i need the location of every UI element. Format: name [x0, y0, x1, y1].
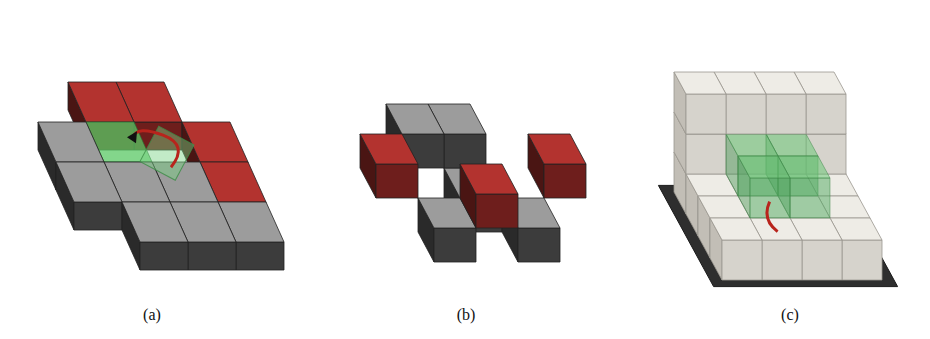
cube-front [434, 228, 476, 262]
cube-front [444, 134, 486, 168]
cube-front [766, 94, 806, 134]
panel-label: (b) [457, 306, 476, 324]
cube-top [386, 104, 444, 134]
cube-front [802, 240, 842, 280]
cube-front [140, 242, 188, 270]
cube-front [842, 240, 882, 280]
cube-front [790, 178, 830, 218]
cube-top [360, 134, 418, 164]
rotating-cube [140, 126, 194, 180]
cube-front [376, 164, 418, 198]
cube-front [188, 242, 236, 270]
panel-label: (c) [781, 306, 799, 324]
rotation-arrow [767, 202, 778, 232]
cube-front [806, 94, 846, 134]
cube-top [726, 134, 778, 156]
cube-front [544, 164, 586, 198]
arrow-head [127, 131, 137, 143]
panel-label: (a) [143, 306, 161, 324]
cube-top [710, 218, 762, 240]
panel-a-illustration [38, 82, 284, 270]
cube-top [738, 156, 790, 178]
cube-top [68, 82, 134, 122]
cube-front [74, 202, 122, 230]
panel-b-illustration [360, 104, 586, 262]
cube-front [750, 178, 790, 218]
cube-front [686, 134, 726, 174]
cube-front [762, 240, 802, 280]
cube-top [56, 162, 122, 202]
cube-front [722, 240, 762, 280]
cube-front [236, 242, 284, 270]
cube-front [726, 94, 766, 134]
cube-top [182, 122, 248, 162]
cube-front [686, 94, 726, 134]
cube-top [122, 202, 188, 242]
rotation-arrow [133, 131, 178, 168]
cube-top [674, 72, 726, 94]
cube-top [38, 122, 104, 162]
cube-top [460, 164, 518, 194]
cube-top [528, 134, 586, 164]
panel-c-illustration [658, 72, 897, 287]
cube-front [476, 194, 518, 228]
cube-front [518, 228, 560, 262]
